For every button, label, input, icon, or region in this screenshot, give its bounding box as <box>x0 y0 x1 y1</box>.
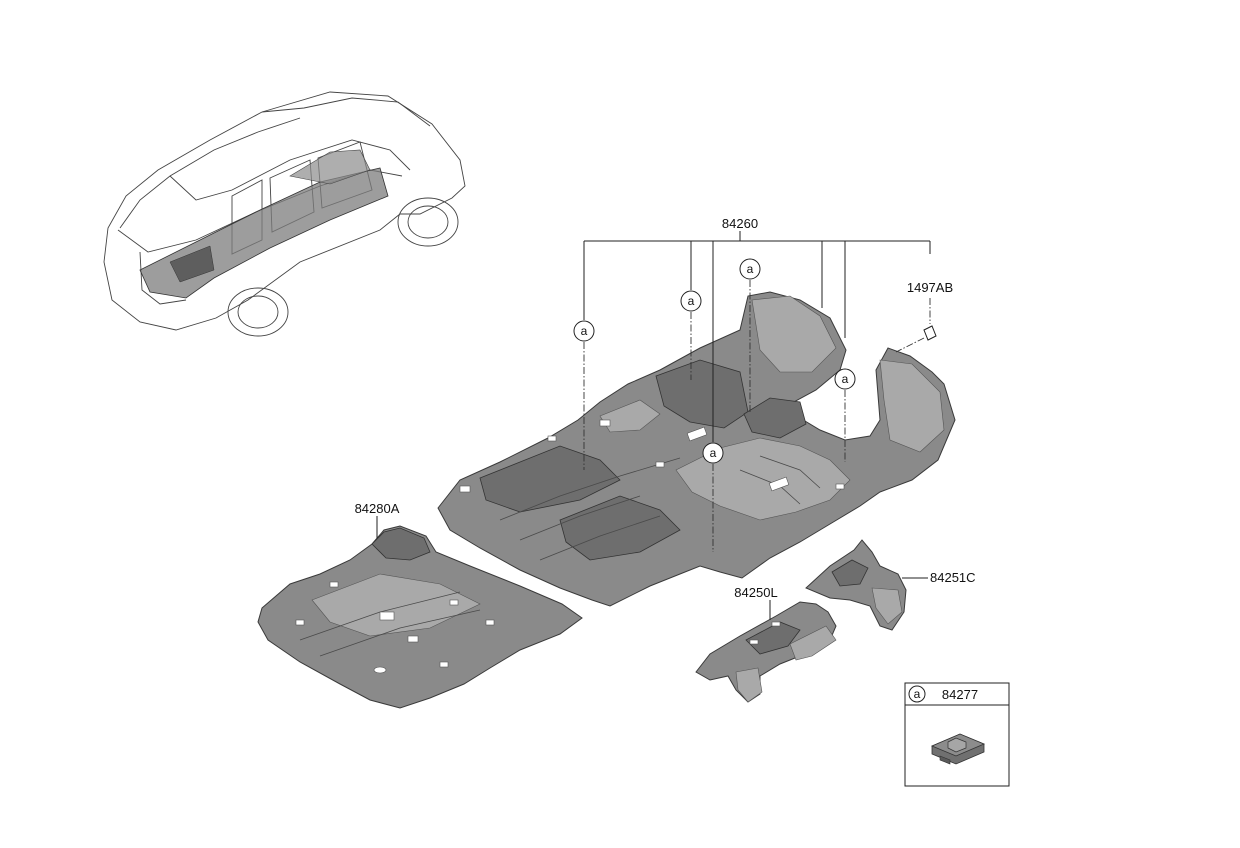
leader-lines <box>376 231 931 620</box>
part-label-84277: 84277 <box>942 687 978 702</box>
part-label-84251C: 84251C <box>930 570 976 585</box>
callout-a-1: a <box>573 320 595 342</box>
side-mat-right <box>805 539 907 631</box>
part-label-84250L: 84250L <box>734 585 777 600</box>
callout-letter: a <box>581 324 588 338</box>
part-label-1497AB: 1497AB <box>907 280 953 295</box>
callout-a-4: a <box>834 368 856 390</box>
part-label-84260: 84260 <box>722 216 758 231</box>
callout-letter: a <box>842 372 849 386</box>
callout-letter: a <box>710 446 717 460</box>
vehicle-overview-illustration <box>103 91 466 337</box>
callout-a-2: a <box>680 290 702 312</box>
clip-icon <box>923 325 937 341</box>
side-mat-left <box>695 601 837 703</box>
callout-letter: a <box>747 262 754 276</box>
inset-legend-box: a 84277 <box>904 682 1010 787</box>
inset-callout-letter: a <box>914 687 921 701</box>
main-floor-carpet <box>437 291 956 607</box>
inset-callout: a <box>908 685 926 703</box>
callout-a-3: a <box>739 258 761 280</box>
rear-floor-mat <box>257 525 583 709</box>
floor-mat-clip-icon <box>930 733 986 765</box>
callout-letter: a <box>688 294 695 308</box>
callout-a-5: a <box>702 442 724 464</box>
part-label-84280A: 84280A <box>355 501 400 516</box>
